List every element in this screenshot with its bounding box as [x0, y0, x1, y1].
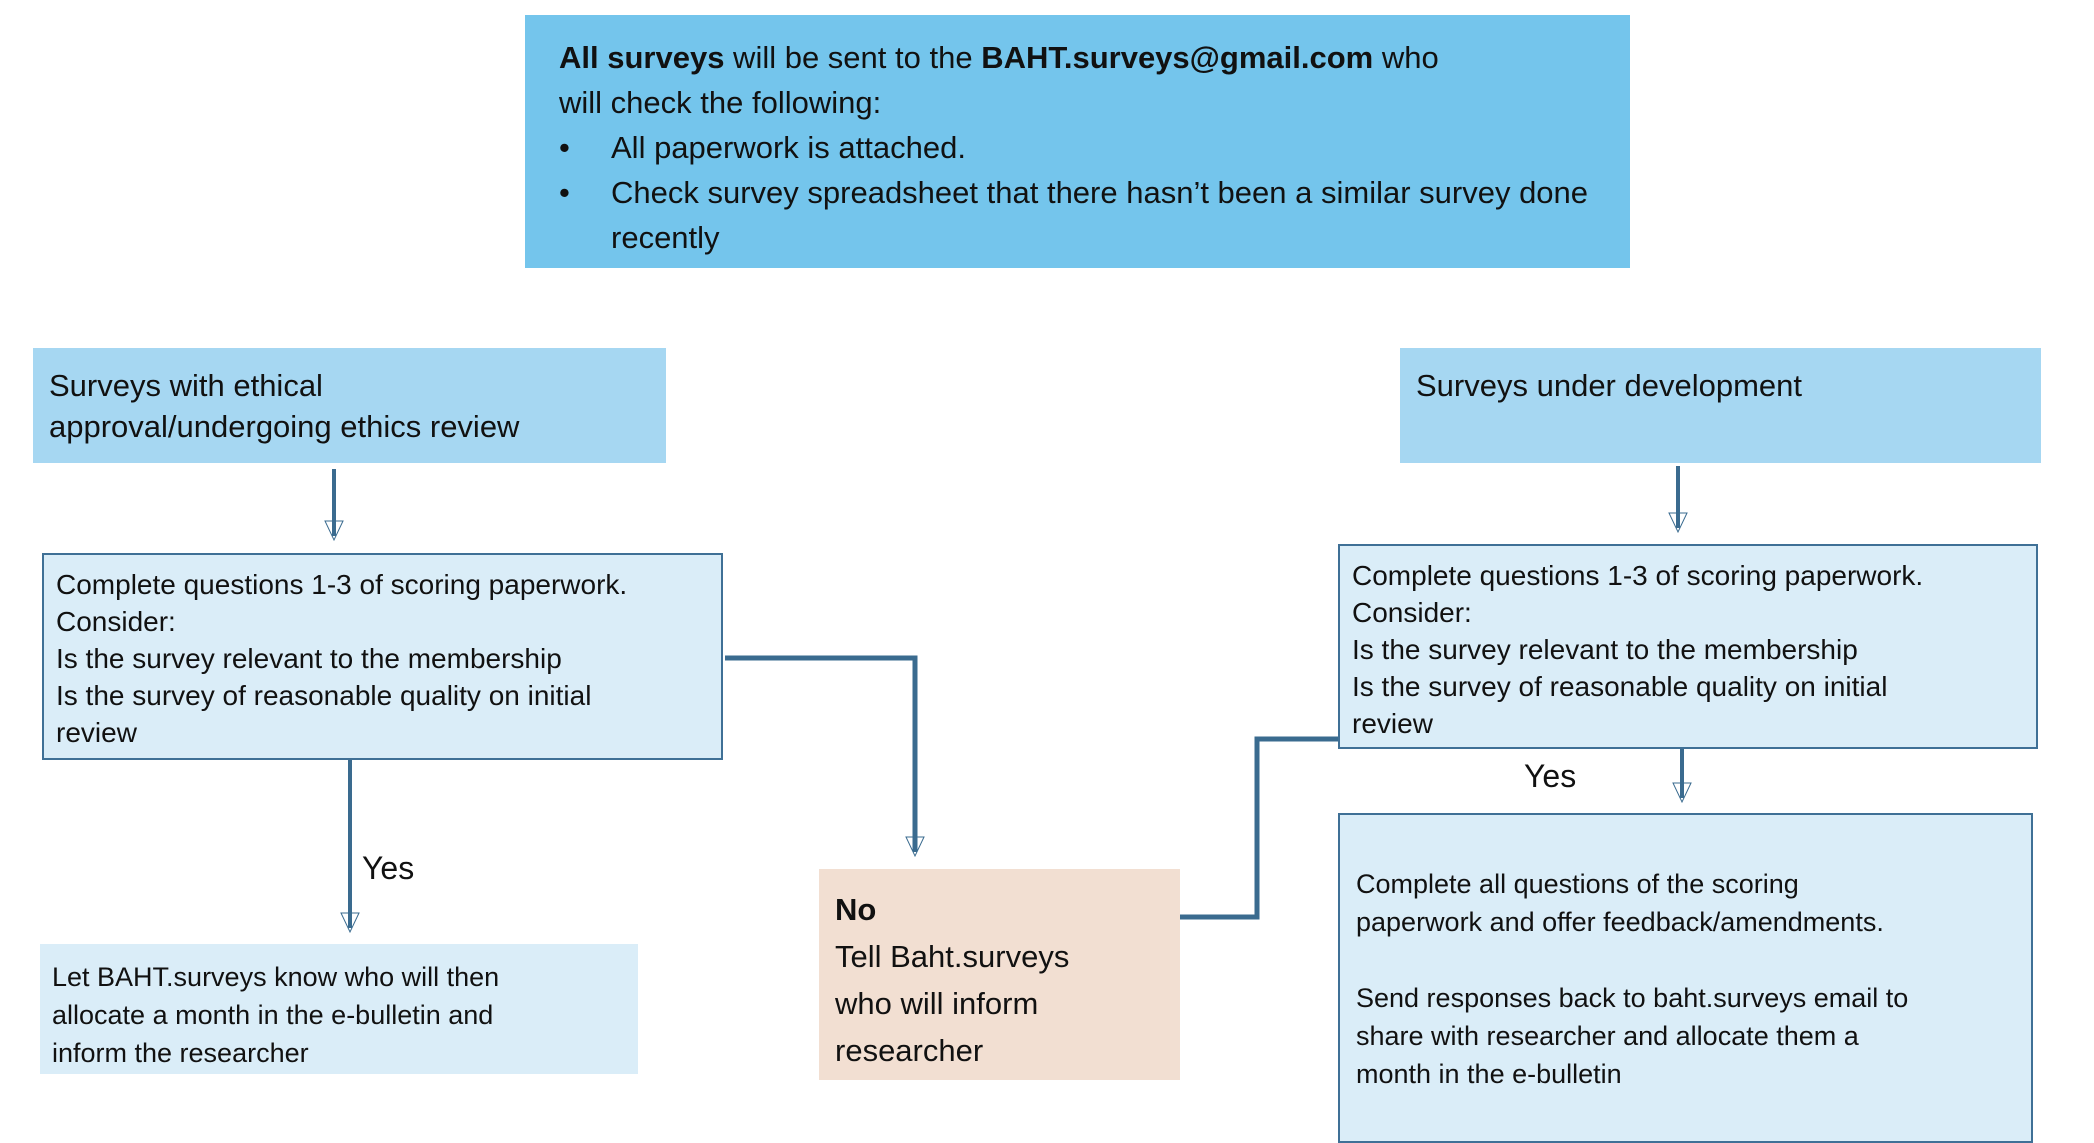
banner-bullet-2: • Check survey spreadsheet that there ha…	[559, 170, 1596, 260]
banner-line-2: will check the following:	[559, 85, 882, 120]
elbow-no-to-right-review	[1180, 736, 1352, 920]
node-left-outcome: Let BAHT.surveys know who will then allo…	[40, 944, 638, 1074]
node-no: No Tell Baht.surveys who will inform res…	[819, 869, 1180, 1080]
node-left-review-questions: Complete questions 1-3 of scoring paperw…	[42, 553, 723, 760]
elbow-left-review-to-no	[725, 655, 925, 858]
node-right-review-questions: Complete questions 1-3 of scoring paperw…	[1338, 544, 2038, 749]
banner-bold-email: BAHT.surveys@gmail.com	[981, 40, 1374, 75]
no-title: No	[835, 892, 877, 927]
banner-bullet-1: • All paperwork is attached.	[559, 125, 1596, 170]
label-yes-right: Yes	[1524, 758, 1577, 794]
right-outcome-paragraph-1: Complete all questions of the scoring pa…	[1356, 869, 1884, 937]
node-surveys-with-ethics: Surveys with ethical approval/undergoing…	[33, 348, 666, 463]
banner-all-surveys: All surveys will be sent to the BAHT.sur…	[525, 15, 1630, 268]
node-right-outcome: Complete all questions of the scoring pa…	[1338, 813, 2033, 1143]
bullet-icon: •	[559, 175, 570, 210]
label-yes-left: Yes	[362, 850, 415, 886]
right-outcome-paragraph-2: Send responses back to baht.surveys emai…	[1356, 983, 1909, 1089]
banner-line-1: All surveys will be sent to the BAHT.sur…	[559, 40, 1439, 75]
banner-bold-all-surveys: All surveys	[559, 40, 725, 75]
node-surveys-under-development: Surveys under development	[1400, 348, 2041, 463]
bullet-icon: •	[559, 130, 570, 165]
